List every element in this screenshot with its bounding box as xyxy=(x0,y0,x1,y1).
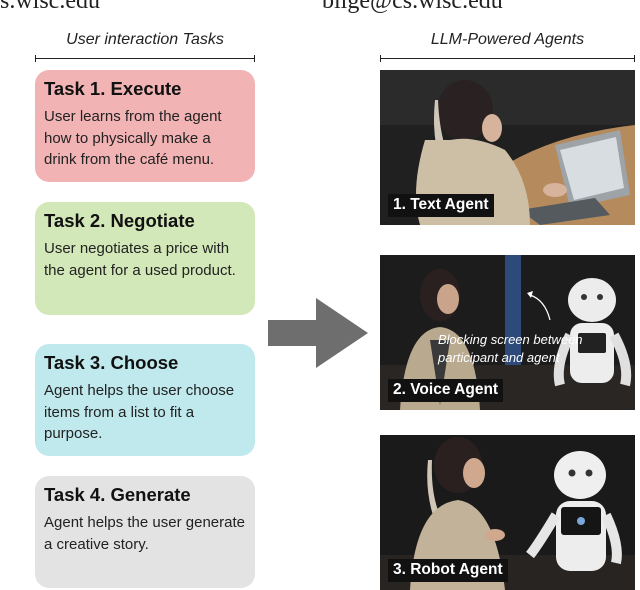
task-description: Agent helps the user generate a creative… xyxy=(44,514,245,553)
agents-column-title: LLM-Powered Agents xyxy=(430,31,585,48)
agents-title-rule xyxy=(380,55,635,62)
task-title: Task 3. Choose xyxy=(44,352,179,373)
blocking-screen-note: Blocking screen between participant and … xyxy=(438,332,583,365)
author-email-right: bilge@cs.wisc.edu xyxy=(322,0,503,14)
right-arrow-icon xyxy=(268,298,368,368)
task-description: User learns from the agent how to physic… xyxy=(44,108,222,168)
task-title: Task 4. Generate xyxy=(44,484,191,505)
text-agent-photo: 1. Text Agent xyxy=(380,70,635,225)
task-description: User negotiates a price with the agent f… xyxy=(44,240,236,279)
agent-caption: 3. Robot Agent xyxy=(388,559,508,582)
tasks-title-rule xyxy=(35,55,255,62)
task-description: Agent helps the user choose items from a… xyxy=(44,382,235,442)
task-card-execute: Task 1. Execute User learns from the age… xyxy=(35,70,255,182)
author-email-left: s.wisc.edu xyxy=(0,0,100,14)
task-card-negotiate: Task 2. Negotiate User negotiates a pric… xyxy=(35,202,255,315)
task-title: Task 1. Execute xyxy=(44,78,182,99)
voice-agent-photo: Blocking screen between participant and … xyxy=(380,255,635,410)
task-title: Task 2. Negotiate xyxy=(44,210,195,231)
robot-agent-photo: 3. Robot Agent xyxy=(380,435,635,590)
tasks-column-title: User interaction Tasks xyxy=(66,31,224,48)
agent-caption: 2. Voice Agent xyxy=(388,379,504,402)
task-card-choose: Task 3. Choose Agent helps the user choo… xyxy=(35,344,255,456)
task-card-generate: Task 4. Generate Agent helps the user ge… xyxy=(35,476,255,588)
agent-caption: 1. Text Agent xyxy=(388,194,494,217)
